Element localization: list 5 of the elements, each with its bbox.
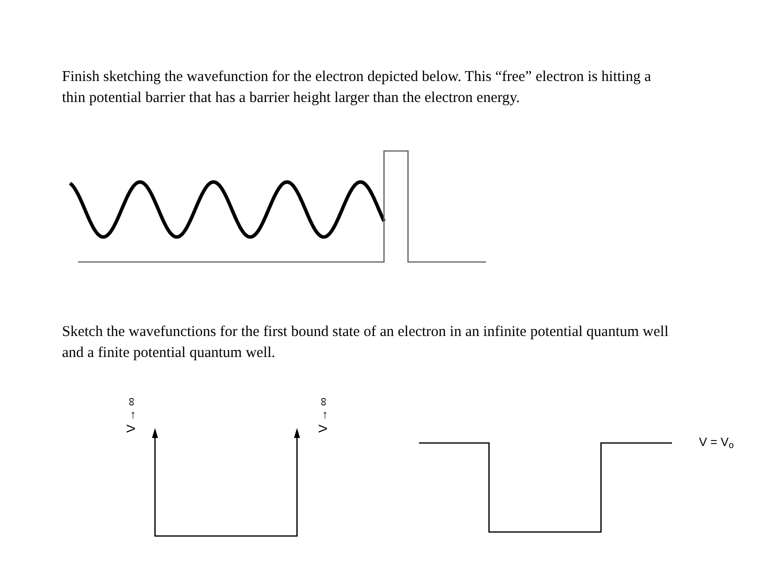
potential-label: V → ∞ [124,396,138,435]
potential-label: V → ∞ [316,396,330,435]
instruction-text: Sketch the wavefunctions for the first bound state of an electron in an infinite potential quantum well and a finite potential quantum well. [62,323,670,363]
instruction-text: Finish sketching the wavefunction for the electron depicted below. This “free” electron is hitting a thin potential barrier that has a barrier height larger than the electron energy. [62,68,652,108]
potential-label: V = V$_{o}$ [699,434,734,450]
